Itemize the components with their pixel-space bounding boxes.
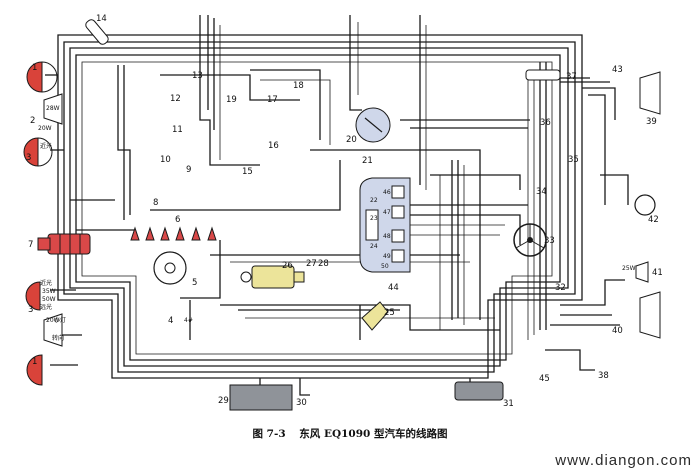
label-6: 6 (175, 215, 180, 225)
label-45: 45 (539, 374, 550, 384)
wire-harness (45, 15, 629, 396)
note-jinguang: 近光 (40, 142, 52, 150)
label-21: 21 (362, 156, 373, 166)
label-20: 20 (346, 135, 357, 145)
lamp-41 (635, 261, 649, 283)
label-50: 50 (381, 263, 389, 270)
component-labels: 1 2 3 4 5 6 7 8 9 10 11 12 13 14 15 16 1… (26, 14, 663, 409)
label-3-top: 3 (26, 153, 31, 163)
label-12: 12 (170, 94, 181, 104)
note-xiaodeng: 小灯 (54, 316, 66, 324)
distributor-5 (153, 251, 187, 285)
note-50w: 50W (42, 296, 56, 303)
label-3-bottom: 3 (28, 305, 33, 315)
label-31: 31 (503, 399, 514, 409)
label-10: 10 (160, 155, 171, 165)
figure-title: 东风 EQ1090 型汽车的线路图 (299, 428, 448, 440)
label-1-bottom: 1 (32, 357, 37, 367)
label-29: 29 (218, 396, 229, 406)
label-43: 43 (612, 65, 623, 75)
headlamp-top-left (26, 61, 58, 93)
label-28: 28 (318, 259, 329, 269)
figure-label: 图 7-3 (252, 428, 286, 440)
label-2: 2 (30, 116, 35, 126)
label-46: 46 (383, 189, 391, 196)
note-yuanguang: 远光 (40, 303, 52, 311)
horn-connector-7 (37, 233, 91, 255)
label-13: 13 (192, 71, 203, 81)
label-33: 33 (544, 236, 555, 246)
note-35w: 35W (42, 288, 56, 295)
label-34: 34 (536, 187, 547, 197)
label-8: 8 (153, 198, 158, 208)
label-42: 42 (648, 215, 659, 225)
label-37: 37 (566, 72, 577, 82)
headlamp-bottom-left (26, 354, 43, 386)
note-jinguang-2: 近光 (40, 279, 52, 287)
note-4hash: 4# (184, 317, 193, 324)
label-11: 11 (172, 125, 183, 135)
note-zhuanxiang: 转向 (52, 334, 64, 342)
label-7: 7 (28, 240, 33, 250)
label-49: 49 (383, 253, 391, 260)
small-annotations: 28W 20W 近光 近光 35W 50W 远光 20W 小灯 转向 25W 4… (38, 105, 636, 342)
plug-37 (525, 69, 561, 81)
label-36: 36 (540, 118, 551, 128)
note-25w: 25W (622, 265, 636, 272)
label-26: 26 (282, 261, 293, 271)
note-28w: 28W (46, 105, 60, 112)
label-17: 17 (267, 95, 278, 105)
note-20w: 20W (38, 125, 52, 132)
label-35: 35 (568, 155, 579, 165)
starter-31 (454, 381, 504, 401)
label-25: 25 (384, 308, 395, 318)
label-38: 38 (598, 371, 609, 381)
label-19: 19 (226, 95, 237, 105)
label-24: 24 (370, 243, 378, 250)
label-39: 39 (646, 117, 657, 127)
label-44: 44 (388, 283, 399, 293)
label-22: 22 (370, 197, 378, 204)
connector-14 (85, 19, 109, 45)
label-27: 27 (306, 259, 317, 269)
label-16: 16 (268, 141, 279, 151)
label-4: 4 (168, 316, 173, 326)
watermark: www.diangon.com (555, 452, 692, 469)
spark-plugs-6 (130, 226, 217, 241)
label-23: 23 (370, 215, 378, 222)
headlamp-mid-left (23, 137, 53, 167)
label-30: 30 (296, 398, 307, 408)
steering-wheel-33 (513, 223, 547, 257)
instrument-panel (359, 177, 411, 273)
label-18: 18 (293, 81, 304, 91)
headlamp-lower-left (25, 281, 41, 311)
socket-42 (634, 194, 656, 216)
label-32: 32 (555, 283, 566, 293)
label-5: 5 (192, 278, 197, 288)
label-48: 48 (383, 233, 391, 240)
ignition-switch-20 (355, 107, 391, 143)
label-9: 9 (186, 165, 191, 175)
label-1-top: 1 (32, 63, 37, 73)
ignition-coil-26 (240, 265, 305, 289)
turn-lamp-left (43, 93, 63, 347)
note-20w-2: 20W (46, 317, 60, 324)
sensor-25 (361, 301, 389, 331)
rear-lamp-39 (639, 71, 661, 339)
label-40: 40 (612, 326, 623, 336)
label-41: 41 (652, 268, 663, 278)
label-14: 14 (96, 14, 107, 24)
figure-caption: 图 7-3 东风 EQ1090 型汽车的线路图 (0, 426, 700, 441)
battery-29 (229, 384, 293, 411)
label-47: 47 (383, 209, 391, 216)
label-15: 15 (242, 167, 253, 177)
